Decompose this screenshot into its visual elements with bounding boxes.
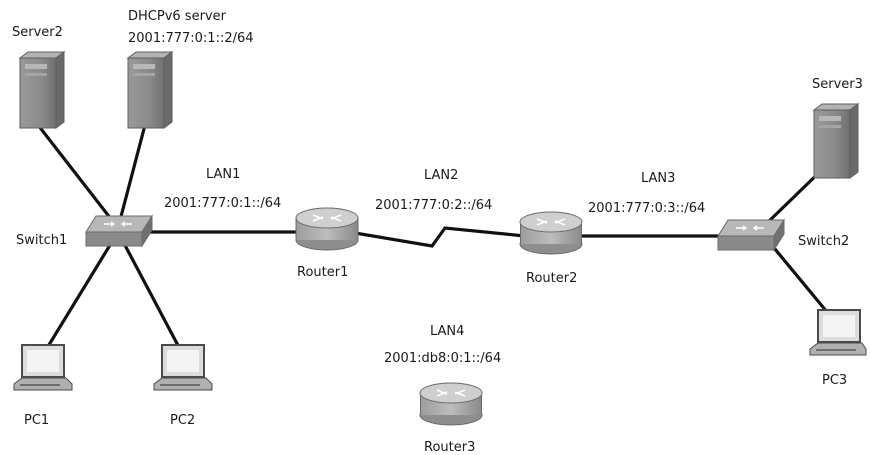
pc2[interactable] [153, 344, 213, 391]
pc1[interactable] [13, 344, 73, 391]
link-router1-router2-serial [353, 226, 527, 248]
lan4-name: LAN4 [430, 324, 464, 339]
switch-icon [85, 215, 153, 233]
router1-label: Router1 [297, 265, 348, 280]
router3[interactable] [419, 382, 483, 426]
server3-label: Server3 [812, 77, 863, 92]
lan4-prefix: 2001:db8:0:1::/64 [384, 351, 501, 366]
server-icon [127, 57, 165, 129]
lan1-prefix: 2001:777:0:1::/64 [164, 196, 281, 211]
router1[interactable] [295, 207, 359, 251]
link-server2-switch1 [36, 123, 120, 230]
server2[interactable] [18, 51, 66, 129]
link-switch2-pc3 [763, 235, 834, 320]
dhcp-server-address: 2001:777:0:1::2/64 [128, 31, 254, 46]
switch1[interactable] [85, 214, 153, 248]
server3[interactable] [812, 103, 860, 179]
link-switch1-pc2 [116, 230, 184, 355]
lan2-name: LAN2 [424, 168, 458, 183]
switch-icon [717, 219, 785, 237]
pc2-label: PC2 [170, 413, 195, 428]
pc3-label: PC3 [822, 373, 847, 388]
server-icon [19, 57, 57, 129]
link-dhcp-switch1 [116, 123, 147, 230]
router2-label: Router2 [526, 271, 577, 286]
server-icon [813, 109, 851, 179]
switch2[interactable] [717, 218, 785, 252]
links [36, 123, 834, 355]
link-switch1-pc1 [42, 230, 120, 355]
lan1-name: LAN1 [206, 167, 240, 182]
pc1-label: PC1 [24, 413, 49, 428]
dhcpv6-server[interactable] [126, 51, 174, 129]
lan3-prefix: 2001:777:0:3::/64 [588, 201, 705, 216]
router3-label: Router3 [424, 440, 475, 455]
pc3[interactable] [809, 309, 867, 356]
switch1-label: Switch1 [16, 233, 67, 248]
lan3-name: LAN3 [641, 171, 675, 186]
lan2-prefix: 2001:777:0:2::/64 [375, 198, 492, 213]
switch2-label: Switch2 [798, 234, 849, 249]
dhcp-server-label: DHCPv6 server [128, 9, 227, 24]
router2[interactable] [519, 211, 583, 255]
server2-label: Server2 [12, 25, 63, 40]
